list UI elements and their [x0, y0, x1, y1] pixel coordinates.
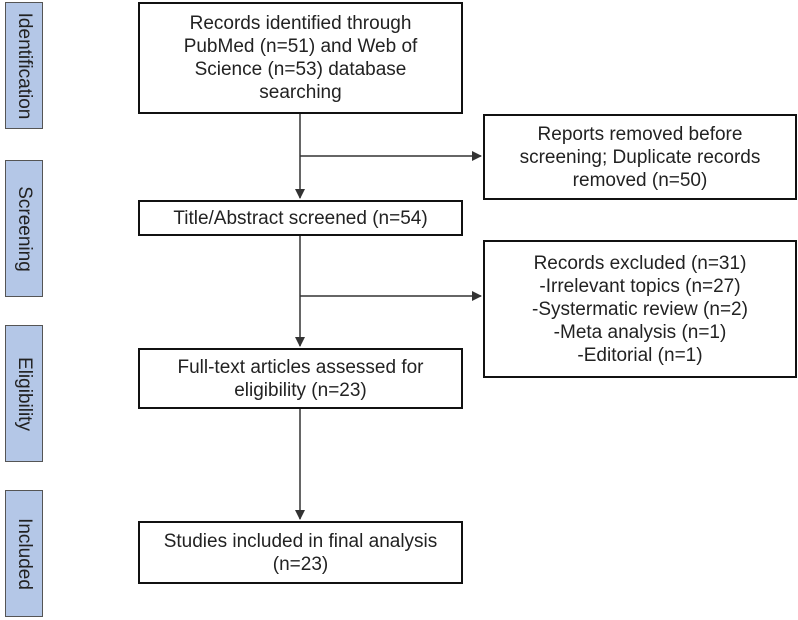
box-fulltext-assessed-line: eligibility (n=23)	[234, 379, 367, 401]
box-duplicates-removed-line: screening; Duplicate records	[519, 146, 761, 168]
box-duplicates-removed-line: Reports removed before	[537, 123, 743, 145]
stage-included: Included	[5, 490, 43, 617]
box-records-excluded-line: -Meta analysis (n=1)	[553, 321, 727, 343]
box-studies-included-line: (n=23)	[272, 553, 329, 575]
box-fulltext-assessed-line: Full-text articles assessed for	[177, 356, 424, 378]
box-studies-included-line: Studies included in final analysis	[163, 530, 438, 552]
box-records-excluded-line: -Editorial (n=1)	[577, 344, 703, 366]
box-records-identified: Records identified through PubMed (n=51)…	[138, 2, 463, 114]
box-records-identified-line: Science (n=53) database	[194, 59, 407, 80]
box-records-identified-line: searching	[259, 82, 342, 103]
stage-eligibility: Eligibility	[5, 325, 43, 462]
box-records-excluded: Records excluded (n=31) -Irrelevant topi…	[483, 240, 797, 378]
box-records-excluded-line: -Systermatic review (n=2)	[532, 298, 748, 320]
box-records-identified-line: PubMed (n=51) and Web of	[183, 36, 418, 57]
stage-screening: Screening	[5, 160, 43, 297]
box-records-excluded-line: Records excluded (n=31)	[533, 252, 747, 274]
box-fulltext-assessed: Full-text articles assessed for eligibil…	[138, 348, 463, 409]
box-title-abstract-screened-line: Title/Abstract screened (n=54)	[173, 207, 428, 229]
box-duplicates-removed: Reports removed before screening; Duplic…	[483, 114, 797, 200]
box-records-excluded-line: -Irrelevant topics (n=27)	[539, 275, 741, 297]
box-duplicates-removed-line: removed (n=50)	[572, 169, 708, 191]
stage-identification: Identification	[5, 2, 43, 129]
box-title-abstract-screened: Title/Abstract screened (n=54)	[138, 200, 463, 236]
box-studies-included: Studies included in final analysis (n=23…	[138, 521, 463, 584]
box-records-identified-line: Records identified through	[189, 13, 412, 34]
